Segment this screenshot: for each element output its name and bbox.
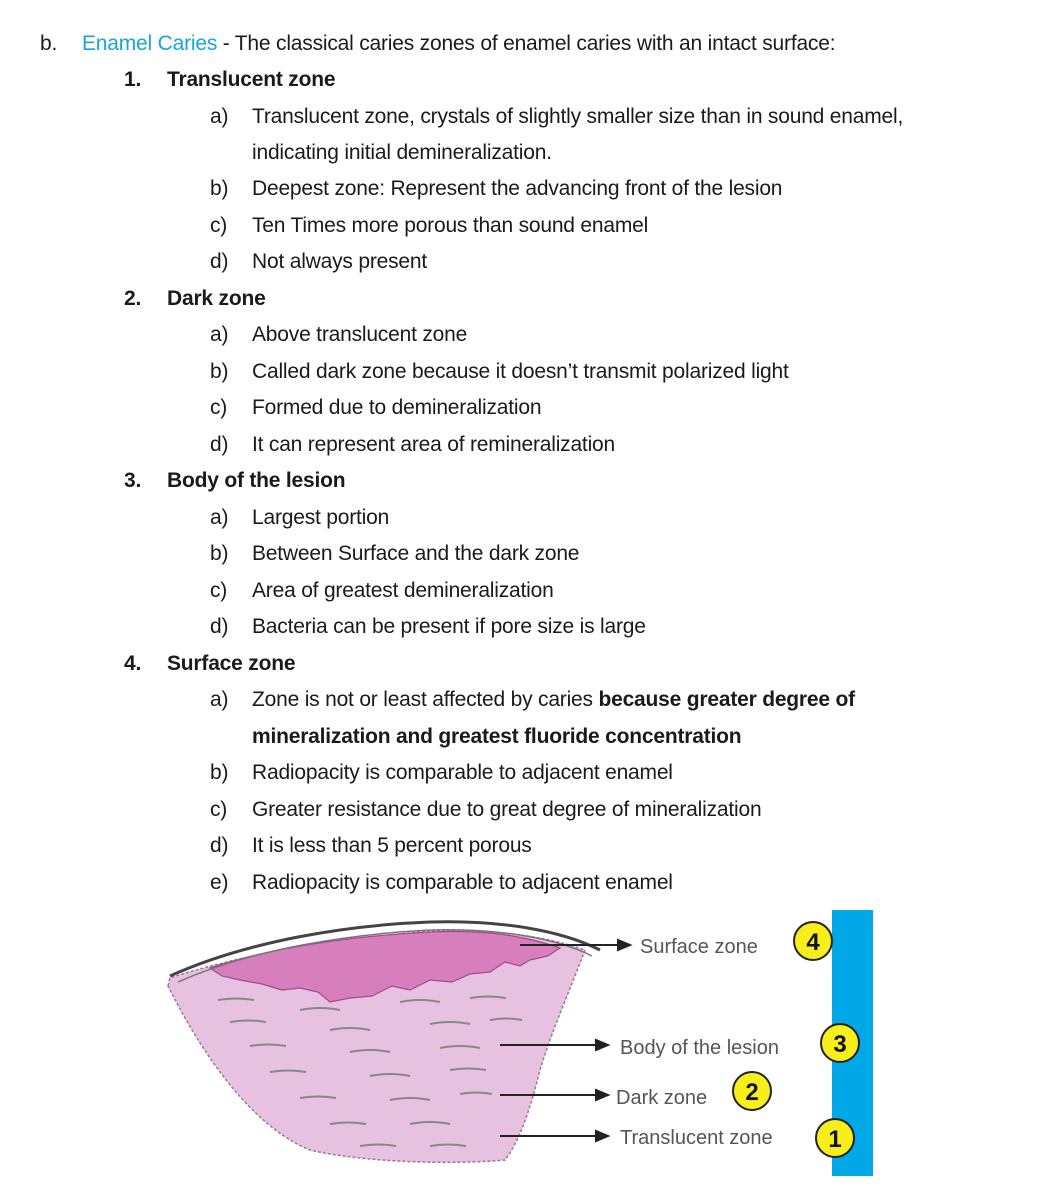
- list-item: c) Formed due to demineralization: [210, 394, 542, 422]
- item-letter: a): [210, 323, 229, 346]
- item-text: Greater resistance due to great degree o…: [252, 798, 762, 821]
- badge-2: 2: [732, 1071, 772, 1111]
- list-item: a) Zone is not or least affected by carie…: [210, 686, 855, 714]
- zone-number: 2.: [124, 287, 142, 310]
- item-letter: b): [210, 360, 229, 383]
- item-text: Deepest zone: Represent the advancing fr…: [252, 177, 783, 200]
- item-text: Bacteria can be present if pore size is …: [252, 615, 646, 638]
- label-translucent-zone: Translucent zone: [620, 1127, 773, 1149]
- zone-heading: 4. Surface zone: [124, 650, 296, 678]
- list-item-continuation: mineralization and greatest fluoride con…: [252, 725, 742, 748]
- badge-2-number: 2: [745, 1079, 758, 1106]
- zone-title: Dark zone: [167, 287, 266, 310]
- list-item: c) Ten Times more porous than sound ename…: [210, 212, 648, 240]
- pointer-lines: [500, 938, 633, 1143]
- item-text: Area of greatest demineralization: [252, 579, 554, 602]
- list-item: b) Called dark zone because it doesn’t tr…: [210, 358, 789, 386]
- item-text: Not always present: [252, 250, 427, 273]
- zone-title: Translucent zone: [167, 68, 336, 91]
- item-letter: b): [210, 542, 229, 565]
- label-dark-zone: Dark zone: [616, 1087, 707, 1109]
- item-letter: c): [210, 396, 228, 419]
- item-letter: b): [210, 177, 229, 200]
- item-letter: b): [210, 761, 229, 784]
- badge-1-number: 1: [828, 1126, 841, 1153]
- list-item: d) Bacteria can be present if pore size i…: [210, 613, 646, 641]
- zone-heading: 3. Body of the lesion: [124, 467, 346, 495]
- item-text: Formed due to demineralization: [252, 396, 542, 419]
- item-letter: a): [210, 506, 229, 529]
- item-letter: e): [210, 871, 229, 894]
- item-letter: c): [210, 579, 228, 602]
- list-item-continuation: indicating initial demineralization.: [252, 141, 552, 164]
- badge-1: 1: [815, 1118, 855, 1158]
- section-heading: b. Enamel Caries - The classical caries z…: [40, 30, 836, 58]
- zone-number: 4.: [124, 652, 142, 675]
- item-letter: d): [210, 834, 229, 857]
- item-letter: a): [210, 105, 229, 128]
- label-surface-zone: Surface zone: [640, 936, 758, 958]
- list-item: a) Translucent zone, crystals of slightly…: [210, 103, 903, 131]
- list-item: a) Largest portion: [210, 504, 389, 532]
- item-text: Between Surface and the dark zone: [252, 542, 580, 565]
- item-text: Above translucent zone: [252, 323, 468, 346]
- list-item: a) Above translucent zone: [210, 321, 467, 349]
- item-letter: d): [210, 433, 229, 456]
- list-item: d) It is less than 5 percent porous: [210, 832, 532, 860]
- item-text: Zone is not or least affected by caries: [252, 688, 599, 711]
- label-body-of-lesion: Body of the lesion: [620, 1037, 779, 1059]
- zone-title: Surface zone: [167, 652, 296, 675]
- item-text: Called dark zone because it doesn’t tran…: [252, 360, 789, 383]
- enamel-caries-diagram: Surface zone Body of the lesion Dark zon…: [167, 910, 873, 1176]
- list-item: b) Radiopacity is comparable to adjacent …: [210, 759, 673, 787]
- section-intro: - The classical caries zones of enamel c…: [217, 32, 836, 55]
- item-text: It is less than 5 percent porous: [252, 834, 532, 857]
- list-item: c) Area of greatest demineralization: [210, 577, 554, 605]
- item-letter: d): [210, 615, 229, 638]
- zone-heading: 2. Dark zone: [124, 285, 266, 313]
- list-item: b) Deepest zone: Represent the advancing …: [210, 175, 782, 203]
- item-text: Translucent zone, crystals of slightly s…: [252, 105, 904, 128]
- list-item: e) Radiopacity is comparable to adjacent …: [210, 869, 673, 897]
- zone-number: 3.: [124, 469, 142, 492]
- list-item: d) It can represent area of remineralizat…: [210, 431, 615, 459]
- section-title: Enamel Caries: [82, 32, 218, 55]
- item-text: Ten Times more porous than sound enamel: [252, 214, 649, 237]
- item-letter: c): [210, 798, 228, 821]
- list-item: c) Greater resistance due to great degree…: [210, 796, 762, 824]
- badge-3: 3: [820, 1023, 860, 1063]
- item-letter: c): [210, 214, 228, 237]
- item-letter: d): [210, 250, 229, 273]
- item-text: Radiopacity is comparable to adjacent en…: [252, 761, 673, 784]
- zone-heading: 1. Translucent zone: [124, 66, 336, 94]
- enamel-rod-stripes: [217, 995, 523, 1147]
- list-item: b) Between Surface and the dark zone: [210, 540, 579, 568]
- item-text: Radiopacity is comparable to adjacent en…: [252, 871, 673, 894]
- item-text: It can represent area of remineralizatio…: [252, 433, 615, 456]
- item-letter: a): [210, 688, 229, 711]
- enamel-surface-line: [169, 920, 601, 978]
- zone-title: Body of the lesion: [167, 469, 346, 492]
- badge-4: 4: [793, 921, 833, 961]
- list-item: d) Not always present: [210, 248, 427, 276]
- badge-4-number: 4: [806, 929, 820, 956]
- badge-3-number: 3: [833, 1031, 846, 1058]
- item-text-bold: because greater degree of: [598, 688, 855, 711]
- zone-number: 1.: [124, 68, 142, 91]
- lesion-body-region: [208, 930, 562, 1003]
- section-marker: b.: [40, 32, 58, 55]
- item-text: Largest portion: [252, 506, 390, 529]
